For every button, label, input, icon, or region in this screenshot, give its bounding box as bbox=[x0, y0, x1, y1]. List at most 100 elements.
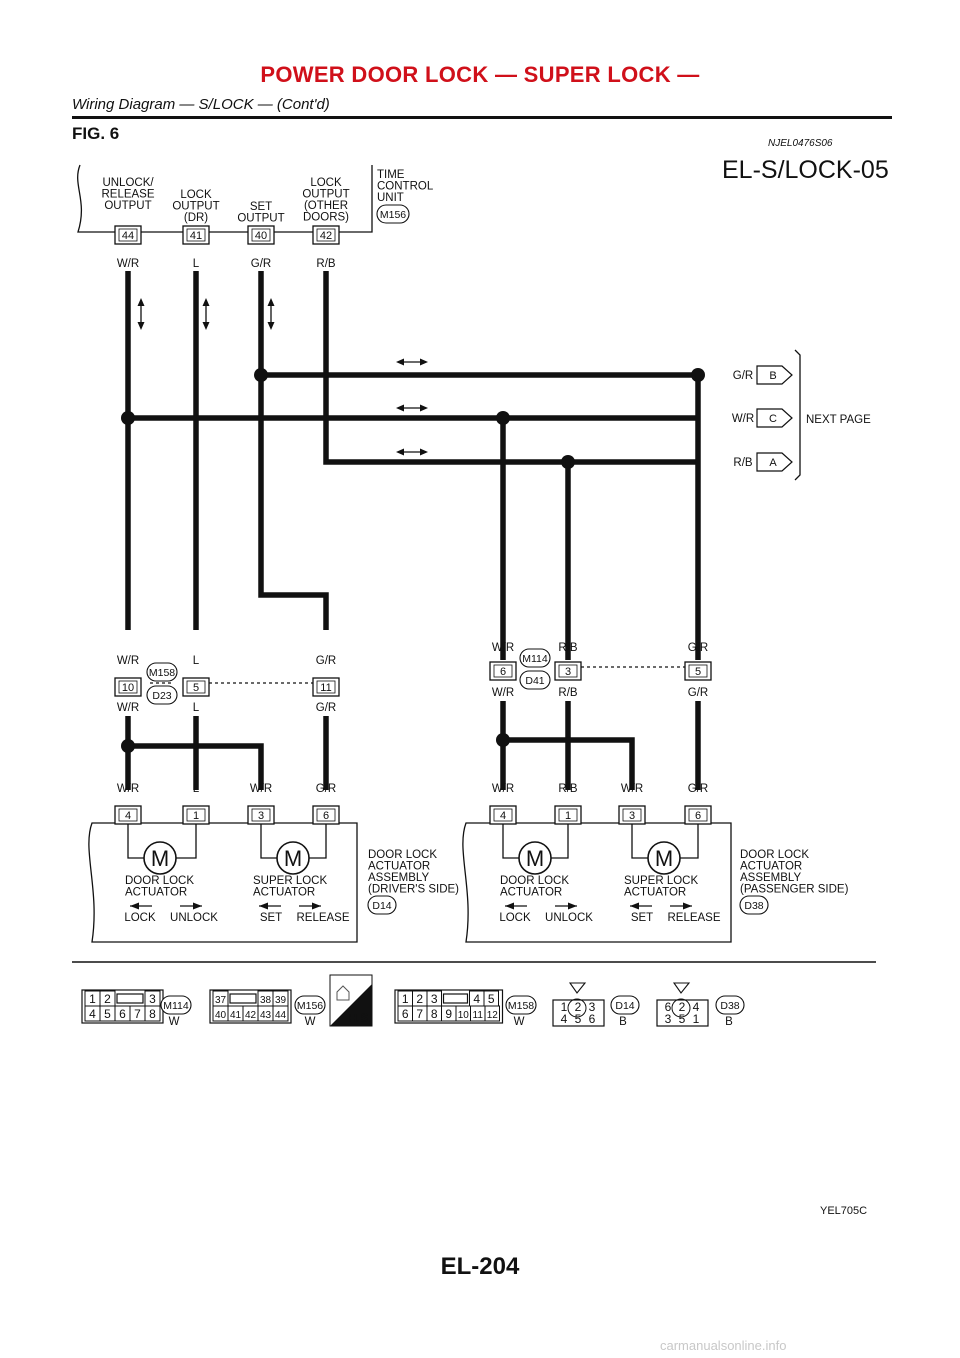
arrow-label: UNLOCK bbox=[545, 912, 593, 924]
connector-id: D41 bbox=[525, 675, 544, 687]
wire-color-label: G/R bbox=[733, 370, 753, 382]
connector-pin-label: 37 bbox=[215, 995, 227, 1006]
wire-color-label: G/R bbox=[688, 642, 708, 654]
terminal-label: OUTPUT bbox=[172, 201, 219, 213]
motor-lead bbox=[260, 824, 278, 859]
pin-number: 40 bbox=[255, 230, 267, 242]
arrow-head bbox=[630, 902, 639, 910]
wire-color-label: L bbox=[193, 783, 200, 795]
pin-inner bbox=[118, 808, 138, 822]
pin-number: 41 bbox=[190, 230, 202, 242]
wire-color-label: R/B bbox=[558, 783, 578, 795]
arrow-label: RELEASE bbox=[667, 912, 720, 924]
super-lock-motor bbox=[647, 841, 681, 875]
connector-pin-label: 40 bbox=[215, 1010, 227, 1021]
super-lock-actuator-label: ACTUATOR bbox=[253, 887, 315, 899]
wire-color-label: W/R bbox=[732, 413, 754, 425]
wire-color-label: G/R bbox=[688, 783, 708, 795]
super-lock-motor bbox=[276, 841, 310, 875]
arrow-head bbox=[137, 322, 145, 330]
next-page-bracket bbox=[794, 349, 801, 481]
motor-lead bbox=[175, 824, 197, 859]
connector-color-code: W bbox=[305, 1016, 316, 1028]
pin-number: 3 bbox=[565, 666, 571, 678]
connector-pin-label: 2 bbox=[679, 1000, 686, 1014]
connector-tag bbox=[146, 685, 178, 705]
connector-id: D38 bbox=[720, 1000, 739, 1012]
motor-symbol: M bbox=[655, 846, 673, 871]
arrow-head bbox=[259, 902, 268, 910]
connector-lock-tab bbox=[229, 993, 257, 1004]
connector-color-code: W bbox=[169, 1016, 180, 1028]
connector-pin-label: 41 bbox=[230, 1010, 242, 1021]
pin-inner bbox=[251, 808, 271, 822]
wire-color-label: W/R bbox=[492, 783, 514, 795]
connector-pin-label: 39 bbox=[275, 995, 287, 1006]
terminal-label: OUTPUT bbox=[104, 200, 151, 212]
connector-pin-label: 1 bbox=[402, 992, 409, 1006]
motor-lead bbox=[502, 824, 520, 859]
super-lock-actuator-label: SUPER LOCK bbox=[253, 875, 327, 887]
arrow-head bbox=[202, 322, 210, 330]
motor-lead bbox=[631, 824, 649, 859]
next-page-id: C bbox=[769, 413, 777, 425]
pin-number: 3 bbox=[629, 810, 635, 822]
pin-number: 1 bbox=[565, 810, 571, 822]
connector-pin-label: 1 bbox=[693, 1012, 700, 1026]
motor-lead bbox=[127, 824, 145, 859]
pin-inner bbox=[316, 680, 336, 694]
passenger-actuator-name: ASSEMBLY bbox=[740, 872, 801, 884]
pin-inner bbox=[622, 808, 642, 822]
connector-tag bbox=[505, 995, 537, 1015]
pin-inner bbox=[316, 228, 336, 242]
pin-number: 6 bbox=[323, 810, 329, 822]
pin-inner bbox=[186, 808, 206, 822]
terminal-label: RELEASE bbox=[101, 189, 154, 201]
connector-id: M158 bbox=[149, 667, 175, 679]
control-unit-name: UNIT bbox=[377, 192, 404, 204]
connector-pin-label: 2 bbox=[104, 992, 111, 1006]
pin-number: 6 bbox=[695, 810, 701, 822]
connector-outline bbox=[567, 998, 587, 1018]
pin-inner bbox=[688, 808, 708, 822]
pin-number: 6 bbox=[500, 666, 506, 678]
connector-pin-label: 4 bbox=[473, 992, 480, 1006]
figure-label: FIG. 6 bbox=[72, 124, 120, 143]
connector-id: D14 bbox=[372, 900, 391, 912]
arrow-head bbox=[202, 298, 210, 306]
arrow-head bbox=[193, 902, 202, 910]
connector-color-code: B bbox=[619, 1016, 627, 1028]
arrow-label: SET bbox=[631, 912, 653, 924]
passenger-actuator-name: DOOR LOCK bbox=[740, 849, 809, 861]
motor-symbol: M bbox=[284, 846, 302, 871]
connector-id: M156 bbox=[297, 1000, 323, 1012]
wire bbox=[128, 743, 264, 790]
arrow-head bbox=[137, 298, 145, 306]
connector-id: D23 bbox=[152, 690, 171, 702]
connector-tag bbox=[376, 204, 410, 224]
connector-pin-label: 42 bbox=[245, 1010, 257, 1021]
splice-dot bbox=[496, 733, 510, 747]
super-lock-actuator-label: ACTUATOR bbox=[624, 887, 686, 899]
connector-cell bbox=[484, 1005, 500, 1022]
wire-color-label: L bbox=[193, 655, 200, 667]
terminal-label: SET bbox=[250, 201, 272, 213]
terminal-label: DOORS) bbox=[303, 212, 349, 224]
connector-pin-label: 43 bbox=[260, 1010, 272, 1021]
next-page-label: NEXT PAGE bbox=[806, 414, 871, 426]
wire-color-label: W/R bbox=[117, 258, 139, 270]
arrow-head bbox=[267, 322, 275, 330]
splice-dot bbox=[121, 411, 135, 425]
connector-pin-label: 6 bbox=[402, 1007, 409, 1021]
connector-pin-label: 8 bbox=[149, 1007, 156, 1021]
connector-lock-tab bbox=[116, 993, 144, 1004]
control-unit-name: CONTROL bbox=[377, 181, 434, 193]
next-page-id: A bbox=[769, 457, 777, 469]
connector-housing bbox=[656, 999, 709, 1027]
diagram-ref: EL-S/LOCK-05 bbox=[722, 156, 889, 184]
pin-inner bbox=[251, 228, 271, 242]
pin-number: 10 bbox=[122, 682, 134, 694]
pin-inner bbox=[558, 808, 578, 822]
connector-pin-label: 6 bbox=[119, 1007, 126, 1021]
